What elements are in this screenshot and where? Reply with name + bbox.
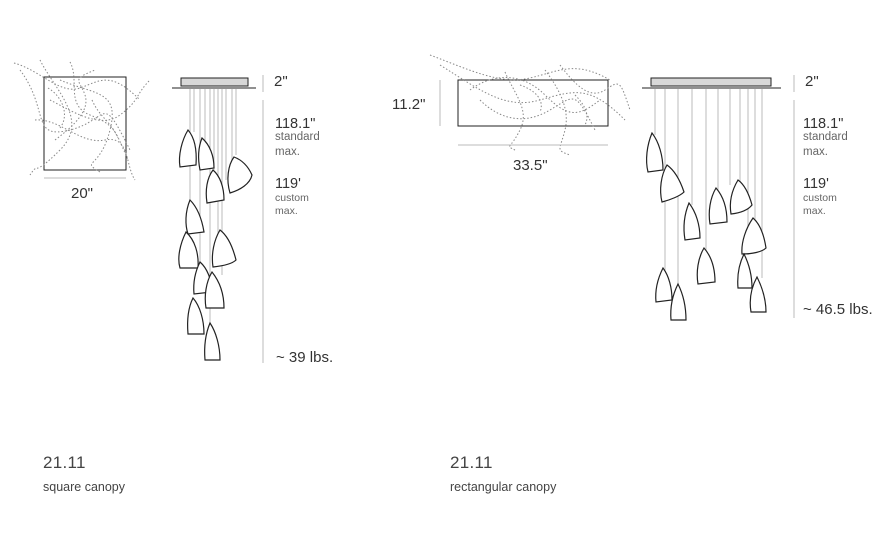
- rectangular-canopy-height-label: 2": [805, 73, 819, 90]
- right-pendants: [646, 131, 767, 321]
- right-standard-label: standard: [803, 131, 848, 143]
- left-custom-max: max.: [275, 205, 298, 217]
- rectangular-canopy-depth-label: 11.2": [392, 96, 426, 113]
- left-description: square canopy: [43, 480, 126, 494]
- left-model-number: 21.11: [43, 453, 86, 472]
- right-custom-length: 119': [803, 176, 829, 192]
- rectangular-canopy-top-view: [429, 54, 631, 156]
- right-standard-length: 118.1": [803, 116, 844, 132]
- left-standard-length: 118.1": [275, 116, 316, 132]
- square-canopy-width-label: 20": [71, 185, 94, 202]
- left-pendants: [178, 128, 253, 361]
- left-standard-label: standard: [275, 131, 320, 143]
- square-canopy-side-view: [172, 77, 256, 89]
- rectangular-canopy-side-view: [642, 77, 781, 89]
- left-custom-label: custom: [275, 192, 309, 204]
- right-model-number: 21.11: [450, 453, 493, 472]
- right-weight: ~ 46.5 lbs.: [803, 301, 873, 318]
- rectangular-canopy-width-label: 33.5": [513, 157, 548, 174]
- right-description: rectangular canopy: [450, 480, 557, 494]
- left-standard-max: max.: [275, 146, 300, 158]
- right-custom-max: max.: [803, 205, 826, 217]
- square-canopy-height-label: 2": [274, 73, 288, 90]
- right-standard-max: max.: [803, 146, 828, 158]
- left-custom-length: 119': [275, 176, 301, 192]
- square-canopy-top-view: [13, 59, 151, 181]
- right-custom-label: custom: [803, 192, 837, 204]
- left-weight: ~ 39 lbs.: [276, 349, 334, 366]
